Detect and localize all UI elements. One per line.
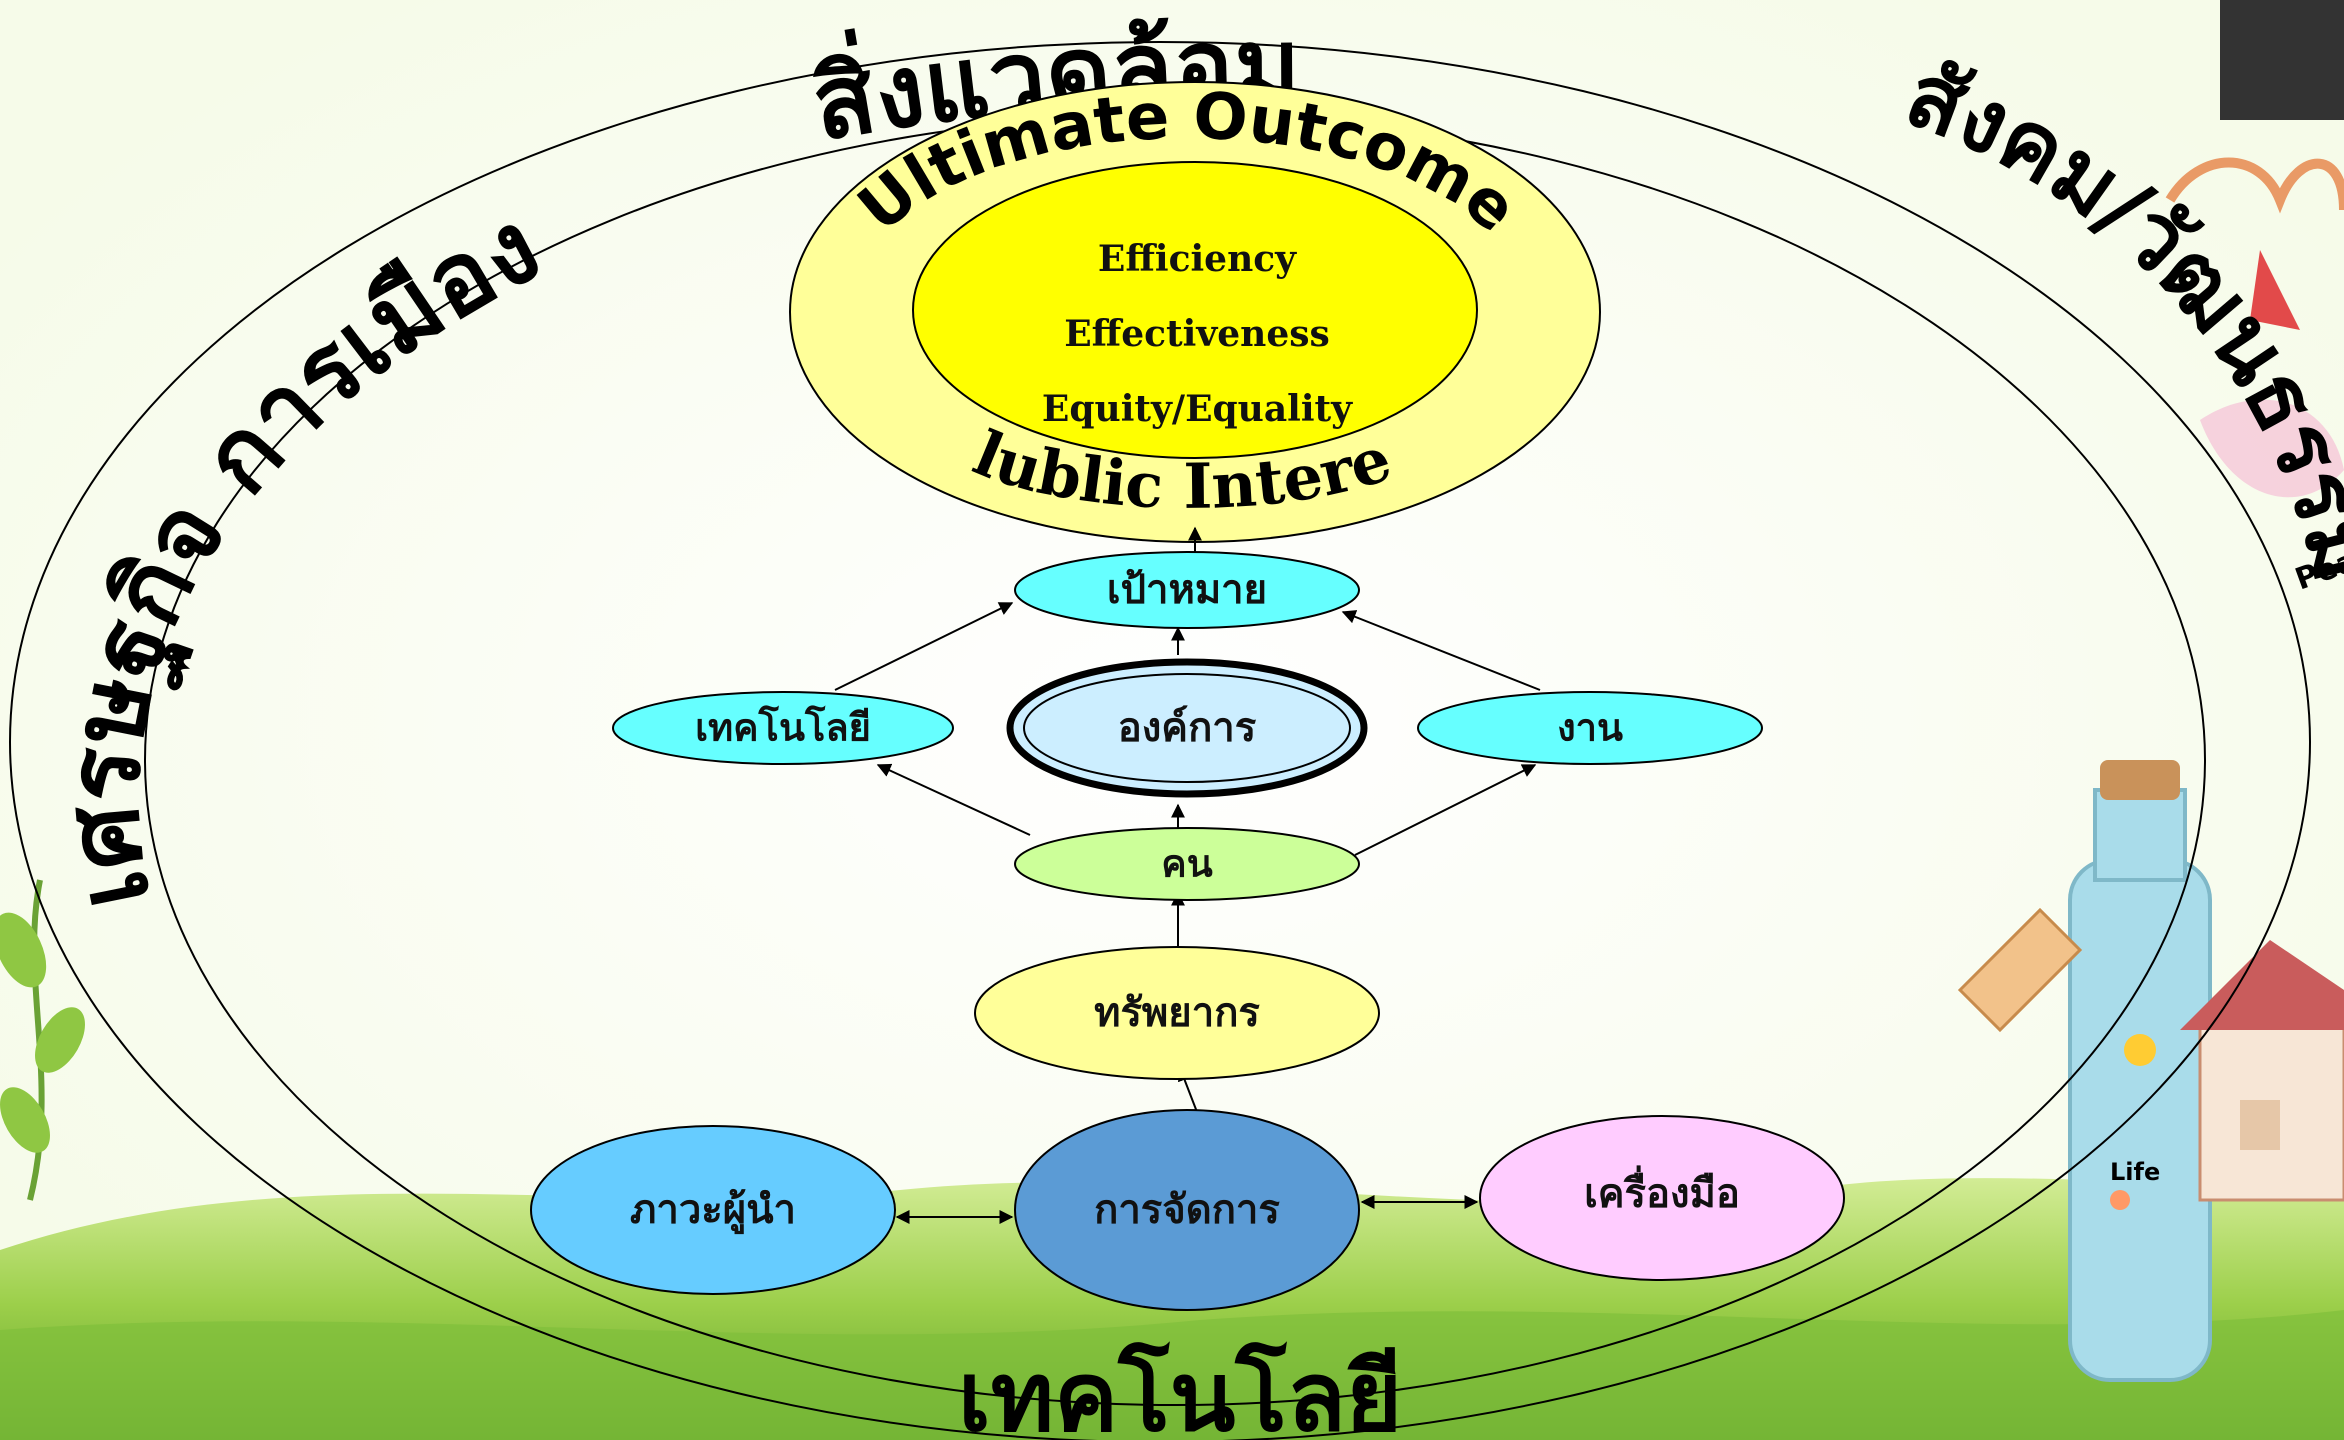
leadership-node: ภาวะผู้นำ — [530, 1125, 896, 1295]
bottle-decoration — [2068, 760, 2212, 1382]
tools-label: เครื่องมือ — [1584, 1165, 1740, 1217]
technology-environment-label: เทคโนโลยี — [958, 1341, 1402, 1440]
connectors — [834, 526, 1541, 1224]
efficiency-label: Efficiency — [1098, 238, 1297, 280]
outer-environment-ellipse — [9, 41, 2311, 1440]
people-label: คน — [1161, 842, 1212, 886]
organization-label: องค์การ — [1118, 705, 1257, 751]
work-node: งาน — [1417, 691, 1763, 765]
ribbon-decoration: Peace — [2165, 0, 2344, 598]
resources-node: ทรัพยากร — [974, 946, 1380, 1080]
tag-decoration: Life — [1957, 907, 2160, 1186]
work-label: งาน — [1557, 706, 1623, 750]
house-decoration — [2180, 940, 2344, 1202]
goal-label: เป้าหมาย — [1107, 567, 1267, 613]
management-node: การจัดการ — [1014, 1109, 1360, 1311]
management-label: การจัดการ — [1094, 1187, 1280, 1233]
resources-label: ทรัพยากร — [1094, 990, 1260, 1036]
tools-node: เครื่องมือ — [1479, 1115, 1845, 1281]
vine-decoration — [0, 879, 85, 1201]
leadership-label: ภาวะผู้นำ — [630, 1187, 796, 1234]
people-node: คน — [1014, 827, 1360, 901]
technology-node: เทคโนโลยี — [612, 691, 954, 765]
goal-node: เป้าหมาย — [1014, 551, 1360, 629]
organization-node: องค์การ — [1006, 658, 1368, 798]
values-ellipse — [912, 161, 1478, 459]
effectiveness-label: Effectiveness — [1064, 313, 1330, 355]
tag-text: Life — [2110, 1158, 2160, 1186]
technology-node-label: เทคโนโลยี — [695, 705, 871, 750]
equity-label: Equity/Equality — [1042, 388, 1353, 430]
